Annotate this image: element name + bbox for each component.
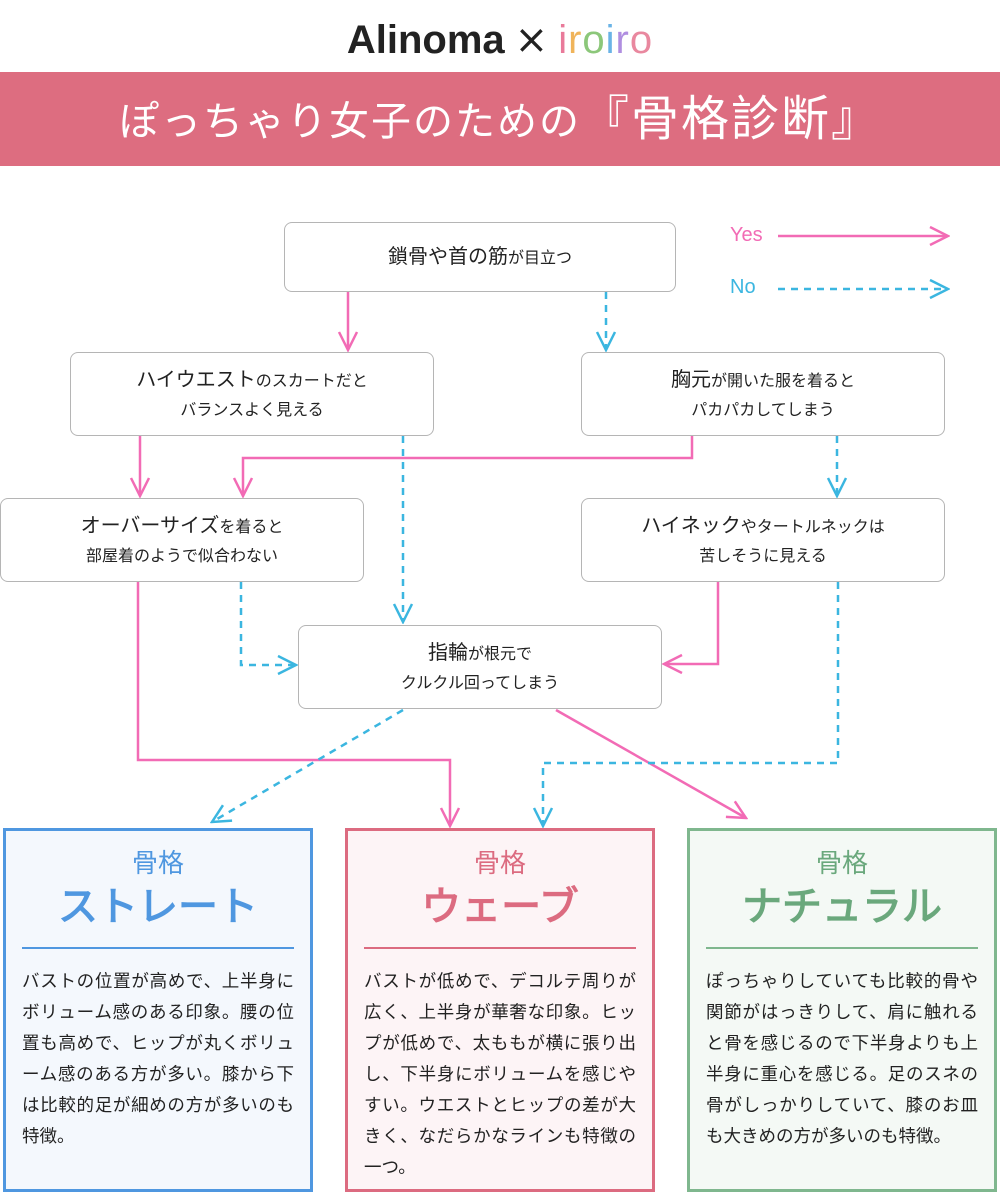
q5-main: ハイネック (641, 513, 741, 537)
q5-line2: 苦しそうに見える (699, 546, 827, 565)
result-straight-label: 骨格 (131, 849, 184, 879)
q4-line2: 部屋着のようで似合わない (85, 546, 278, 565)
question-collarbone: 鎖骨や首の筋が目立つ (284, 222, 676, 292)
q6-main: 指輪 (427, 640, 468, 664)
q3-sub: が開いた服を着ると (710, 371, 855, 390)
question-open-neckline: 胸元が開いた服を着ると パカパカしてしまう (581, 352, 945, 436)
question-ring: 指輪が根元で クルクル回ってしまう (298, 625, 662, 709)
q1-main: 鎖骨や首の筋 (387, 244, 508, 268)
result-natural-desc: ぽっちゃりしていても比較的骨や関節がはっきりして、肩に触れると骨を感じるので下半… (706, 972, 978, 1147)
result-straight-divider (22, 947, 294, 949)
result-straight-desc: バストの位置が高めで、上半身にボリューム感のある印象。腰の位置も高めで、ヒップが… (22, 972, 294, 1147)
result-natural-name: ナチュラル (742, 884, 942, 930)
q2-line2: バランスよく見える (180, 400, 324, 419)
q3-main: 胸元 (670, 367, 711, 391)
result-natural-label: 骨格 (815, 849, 868, 879)
question-high-neck: ハイネックやタートルネックは 苦しそうに見える (581, 498, 945, 582)
question-high-waist: ハイウエストのスカートだと バランスよく見える (70, 352, 434, 436)
iroiro-logo: iroiro (558, 18, 654, 62)
legend-yes-label: Yes (730, 224, 763, 246)
result-natural-divider (706, 947, 978, 949)
q1-sub: が目立つ (507, 248, 572, 267)
q5-sub: やタートルネックは (740, 517, 885, 536)
title-quoted: 『骨格診断』 (580, 91, 881, 147)
result-wave-name: ウェーブ (421, 884, 579, 930)
question-oversize: オーバーサイズを着ると 部屋着のようで似合わない (0, 498, 364, 582)
q6-line2: クルクル回ってしまう (400, 673, 560, 692)
result-straight-name: ストレート (58, 884, 258, 930)
legend-no-label: No (730, 276, 756, 298)
q6-sub: が根元で (467, 644, 532, 663)
q4-sub: を着ると (219, 517, 284, 536)
result-wave-divider (364, 947, 636, 949)
result-straight: 骨格 ストレート バストの位置が高めで、上半身にボリューム感のある印象。腰の位置… (3, 828, 313, 1192)
result-wave-desc: バストが低めで、デコルテ周りが広く、上半身が華奢な印象。ヒップが低めで、太ももが… (364, 972, 636, 1178)
title-main: ぽっちゃり女子のための (118, 99, 581, 145)
brand-logo: Alinoma×iroiro (0, 14, 1000, 66)
q2-sub: のスカートだと (255, 371, 368, 390)
result-wave-label: 骨格 (473, 849, 526, 879)
alinoma-logo: Alinoma (346, 18, 505, 62)
q3-line2: パカパカしてしまう (691, 400, 835, 419)
q2-main: ハイウエスト (136, 367, 256, 391)
q4-main: オーバーサイズ (80, 513, 220, 537)
result-wave: 骨格 ウェーブ バストが低めで、デコルテ周りが広く、上半身が華奢な印象。ヒップが… (345, 828, 655, 1192)
title-banner: ぽっちゃり女子のための『骨格診断』 (0, 72, 1000, 166)
cross-mark: × (514, 17, 549, 63)
result-natural: 骨格 ナチュラル ぽっちゃりしていても比較的骨や関節がはっきりして、肩に触れると… (687, 828, 997, 1192)
